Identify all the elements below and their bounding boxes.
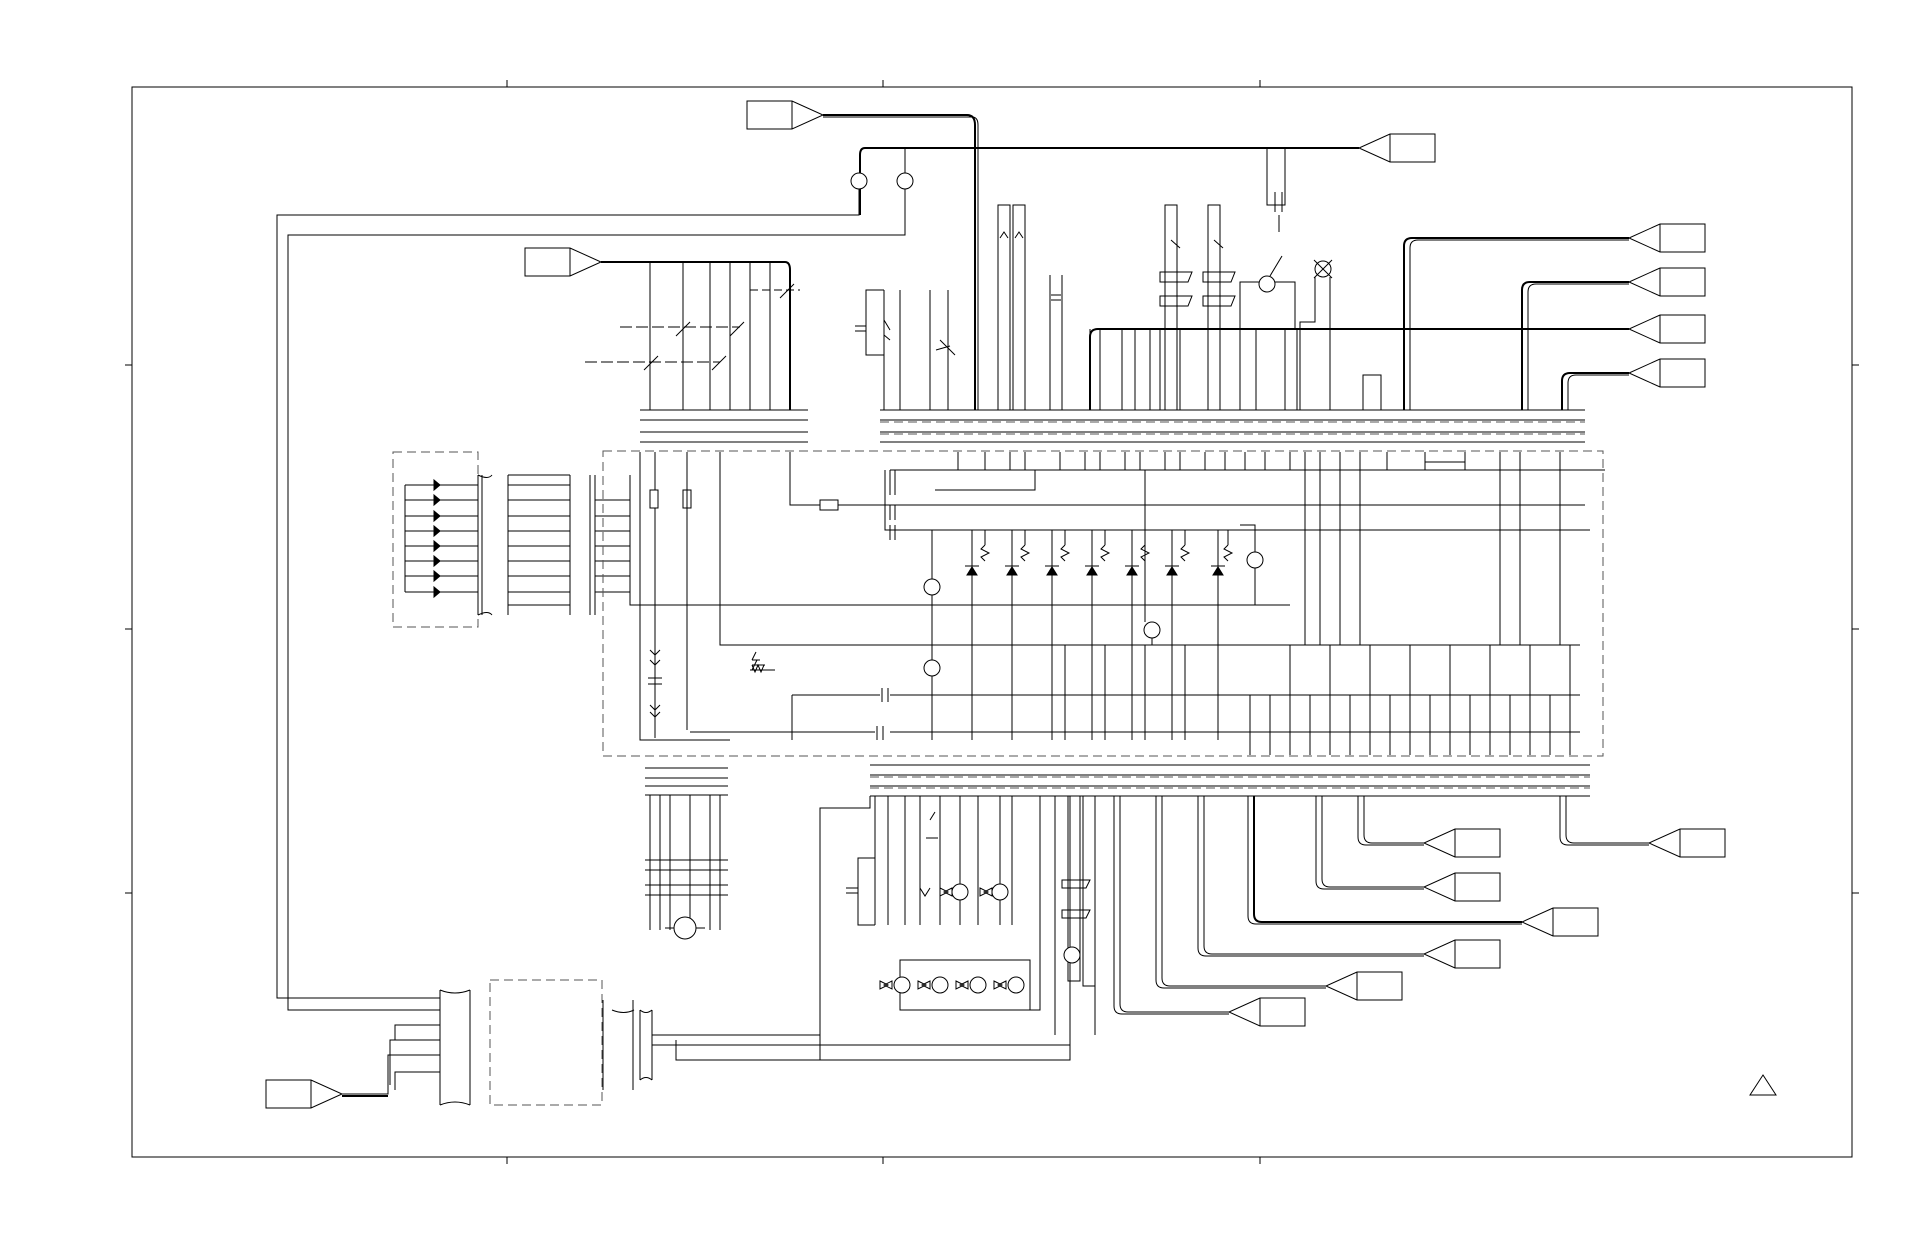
motor-assembly bbox=[645, 795, 728, 939]
connector-lower-right-2 bbox=[1424, 873, 1500, 901]
connector-bottom-left bbox=[266, 1080, 342, 1108]
revision-triangle bbox=[1750, 1075, 1776, 1095]
connector-right-3 bbox=[1629, 315, 1705, 343]
connector-lower-right-1 bbox=[1424, 829, 1500, 857]
connector-lower-far-right bbox=[1649, 829, 1725, 857]
connector-right-4 bbox=[1629, 359, 1705, 387]
lower-right-harness bbox=[1114, 796, 1649, 1014]
diode-row bbox=[965, 530, 1232, 740]
connector-flags bbox=[266, 101, 1725, 1108]
top-switches bbox=[855, 205, 1235, 410]
fan-icon bbox=[952, 884, 968, 900]
upper-connector-band bbox=[640, 410, 1585, 442]
fan-icon bbox=[1008, 977, 1024, 993]
top-harness bbox=[277, 115, 1359, 1010]
led-array bbox=[393, 452, 630, 627]
connector-lower-right-5 bbox=[1326, 972, 1402, 1000]
drawing-frame bbox=[125, 80, 1859, 1164]
connector-lower-right-3 bbox=[1522, 908, 1598, 936]
fan-icon bbox=[992, 884, 1008, 900]
motor-icon bbox=[674, 917, 696, 939]
connector-lower-right-6 bbox=[1229, 998, 1305, 1026]
fan-icon bbox=[932, 977, 948, 993]
connector-lower-right-4 bbox=[1424, 940, 1500, 968]
connector-right-1 bbox=[1629, 224, 1705, 252]
lower-connector-band bbox=[645, 765, 1590, 796]
connector-top-center bbox=[747, 101, 823, 129]
main-board bbox=[603, 451, 1605, 756]
fan-icon bbox=[894, 977, 910, 993]
connector-left-upper bbox=[525, 248, 601, 276]
fan-group bbox=[676, 796, 1095, 1060]
fan-icon bbox=[970, 977, 986, 993]
connector-right-2 bbox=[1629, 268, 1705, 296]
control-box bbox=[342, 980, 1070, 1105]
connector-top-right bbox=[1359, 134, 1435, 162]
right-harness bbox=[1090, 238, 1629, 410]
